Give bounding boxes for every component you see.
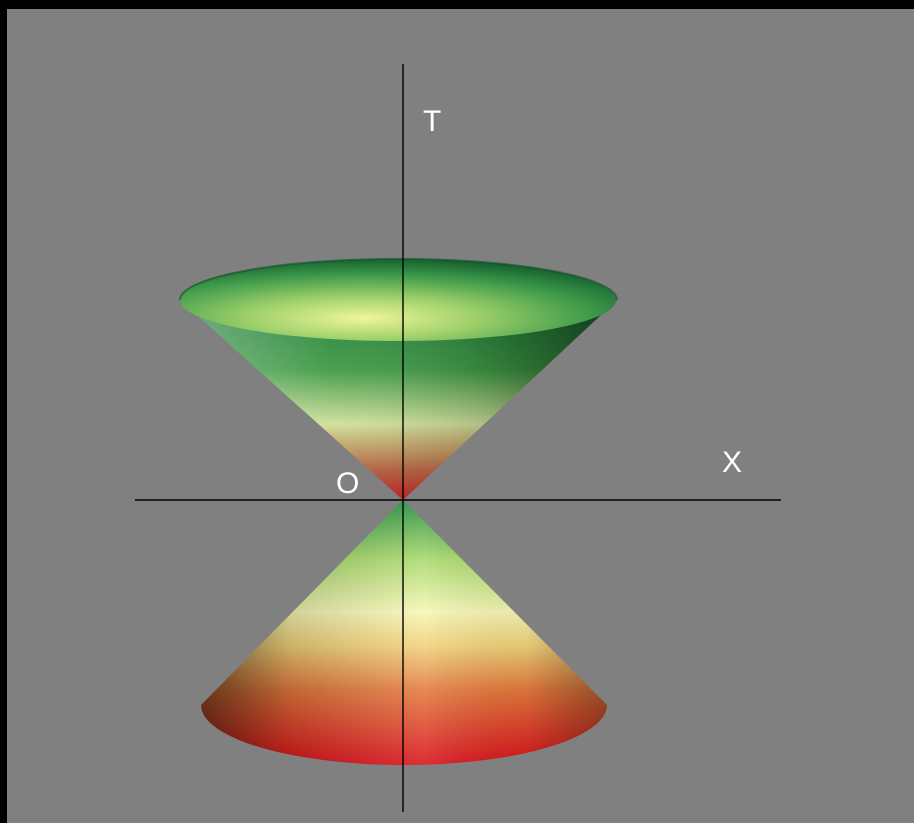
future-light-cone [179,257,618,500]
time-axis-label: T [423,105,441,138]
future-cone-opening [180,259,616,341]
origin-label: O [336,467,359,500]
past-light-cone [201,500,607,765]
space-axis-label: X [722,446,742,479]
